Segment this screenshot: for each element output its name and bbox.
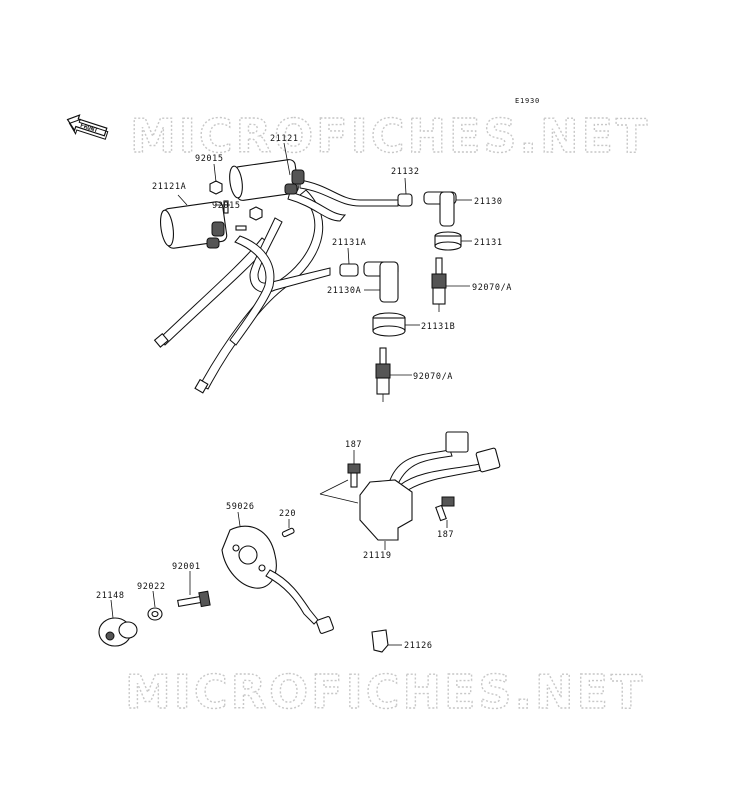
label-21130: 21130 xyxy=(474,197,503,207)
diagram-code: E1930 xyxy=(515,97,540,105)
leader-lines xyxy=(110,142,472,646)
nut-icon xyxy=(249,206,263,221)
label-92070a-bottom: 92070/A xyxy=(413,372,453,382)
washer-92022 xyxy=(147,607,163,621)
label-21132: 21132 xyxy=(391,167,420,177)
label-21131b: 21131B xyxy=(421,322,455,332)
front-arrow-icon: FRONT xyxy=(66,114,109,140)
bolt-92001 xyxy=(177,590,211,608)
label-21121a: 21121A xyxy=(152,182,186,192)
ignition-coil-assembly xyxy=(153,159,399,394)
label-21131a: 21131A xyxy=(332,238,366,248)
bracket-21126 xyxy=(371,629,389,653)
label-92015-a: 92015 xyxy=(195,154,224,164)
cap-21131a xyxy=(339,263,359,277)
label-92022: 92022 xyxy=(137,582,166,592)
label-187-right: 187 xyxy=(437,530,454,540)
igniter-21119 xyxy=(359,431,501,541)
pin-220 xyxy=(281,527,295,538)
label-21121: 21121 xyxy=(270,134,299,144)
advancer-21148 xyxy=(98,617,138,647)
seal-21131b xyxy=(372,312,406,337)
bolt-187-right xyxy=(435,496,455,522)
label-92015-b: 92015 xyxy=(212,201,241,211)
nut-icon xyxy=(209,180,223,195)
label-59026: 59026 xyxy=(226,502,255,512)
cap-21132 xyxy=(397,193,413,207)
watermark-bottom: MICROFICHES.NET xyxy=(125,665,645,719)
plug-cap-21130a xyxy=(363,261,399,303)
spark-plug-top xyxy=(431,257,447,312)
label-187-top: 187 xyxy=(345,440,362,450)
label-21126: 21126 xyxy=(404,641,433,651)
label-21148: 21148 xyxy=(96,591,125,601)
seal-21131 xyxy=(434,231,462,251)
watermark-top: MICROFICHES.NET xyxy=(130,109,650,163)
label-92001: 92001 xyxy=(172,562,201,572)
label-92070a-top: 92070/A xyxy=(472,283,512,293)
spark-plug-bottom xyxy=(375,347,391,402)
label-21131: 21131 xyxy=(474,238,503,248)
label-21130a: 21130A xyxy=(327,286,361,296)
plug-cap-21130 xyxy=(423,191,457,227)
label-220: 220 xyxy=(279,509,296,519)
pickup-plate-59026 xyxy=(221,525,334,634)
label-21119: 21119 xyxy=(363,551,392,561)
front-label: FRONT xyxy=(79,122,99,134)
bolt-187-top xyxy=(347,463,361,488)
